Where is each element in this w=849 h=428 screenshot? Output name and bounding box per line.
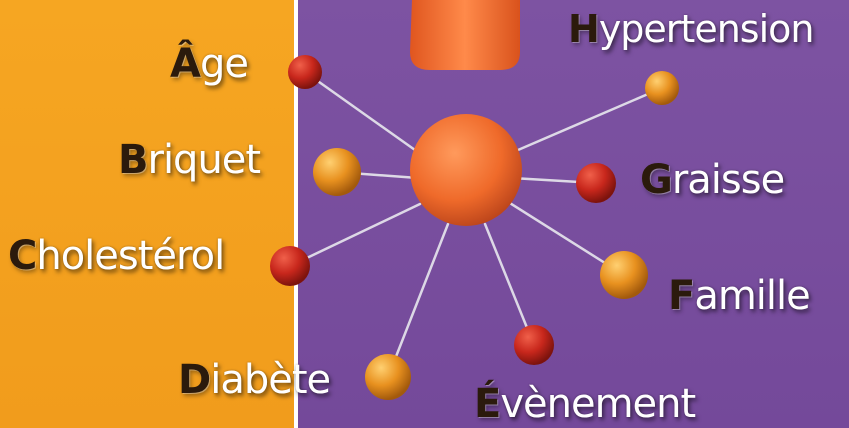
label-age-rest: ge (200, 41, 248, 87)
label-cholesterol: Cholestérol (8, 236, 224, 276)
label-briquet-initial: B (118, 137, 148, 183)
center-ball (410, 114, 522, 226)
label-hypertension: Hypertension (568, 10, 813, 48)
label-cholesterol-rest: holestérol (36, 233, 224, 279)
pin-head-hypertension (645, 71, 679, 105)
pin-head-diabete (365, 354, 411, 400)
label-graisse: Graisse (640, 160, 784, 200)
label-diabete-initial: D (178, 357, 210, 403)
pin-head-graisse (576, 163, 616, 203)
label-evenement-rest: vènement (500, 381, 695, 427)
label-hypertension-rest: ypertension (599, 7, 814, 51)
label-briquet-rest: riquet (148, 137, 261, 183)
label-hypertension-initial: H (568, 7, 599, 51)
pin-head-briquet (313, 148, 361, 196)
label-famille-initial: F (668, 273, 694, 319)
label-cholesterol-initial: C (8, 233, 36, 279)
top-cylinder-shape (410, 0, 520, 70)
pin-age (305, 72, 415, 150)
label-diabete-rest: iabète (210, 357, 330, 403)
pin-head-age (288, 55, 322, 89)
label-age: Âge (170, 44, 248, 84)
label-famille: Famille (668, 276, 810, 316)
pin-head-famille (600, 251, 648, 299)
label-evenement: Évènement (474, 384, 695, 424)
pin-head-cholesterol (270, 246, 310, 286)
label-briquet: Briquet (118, 140, 260, 180)
label-evenement-initial: É (474, 381, 500, 427)
label-graisse-initial: G (640, 157, 672, 203)
pin-cholesterol (290, 204, 420, 266)
pin-head-evenement (514, 325, 554, 365)
label-famille-rest: amille (694, 273, 809, 319)
pin-diabete (388, 224, 448, 377)
label-diabete: Diabète (178, 360, 330, 400)
label-age-initial: Â (170, 41, 200, 87)
label-graisse-rest: raisse (672, 157, 784, 203)
pin-hypertension (518, 88, 662, 150)
